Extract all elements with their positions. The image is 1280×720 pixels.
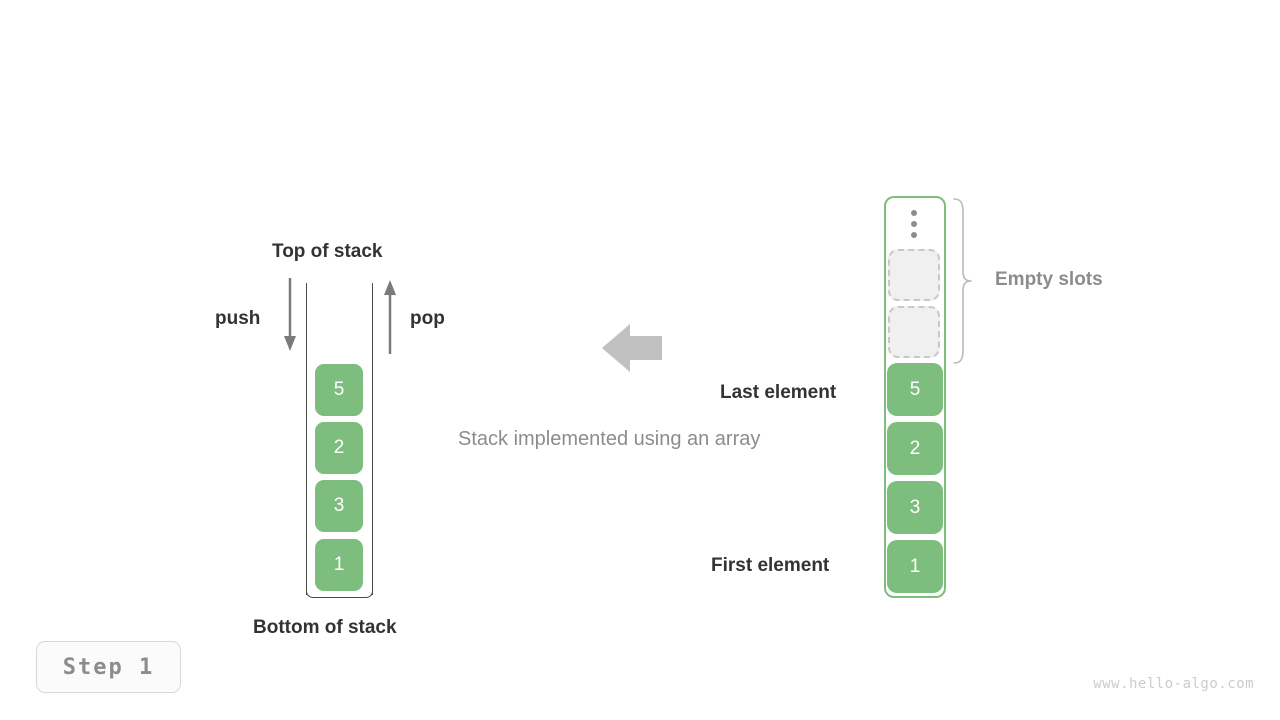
push-arrow-icon [284,278,296,351]
diagram-caption: Stack implemented using an array [458,428,761,450]
empty-slots-brace-icon [953,198,972,364]
top-of-stack-label: Top of stack [272,241,383,262]
stack-floor [306,586,373,598]
step-indicator: Step 1 [36,641,181,693]
stack-cell: 1 [315,539,363,591]
pop-arrow-icon [384,280,396,354]
stack-cell: 3 [315,480,363,532]
empty-slots-label: Empty slots [995,269,1103,290]
stack-wall-left [306,283,307,595]
vertical-ellipsis-icon [910,210,917,238]
last-element-label: Last element [720,382,837,403]
array-cell: 5 [887,363,943,416]
implemented-as-arrow-icon [602,324,662,372]
stack-cell: 5 [315,364,363,416]
stack-wall-right [372,283,373,595]
pop-label: pop [410,308,445,329]
array-cell: 2 [887,422,943,475]
push-label: push [215,308,261,329]
array-cell: 1 [887,540,943,593]
stack-cell: 2 [315,422,363,474]
first-element-label: First element [711,555,830,576]
watermark: www.hello-algo.com [1093,676,1254,692]
empty-slot [888,306,940,358]
bottom-of-stack-label: Bottom of stack [253,617,397,638]
array-cell: 3 [887,481,943,534]
empty-slot [888,249,940,301]
